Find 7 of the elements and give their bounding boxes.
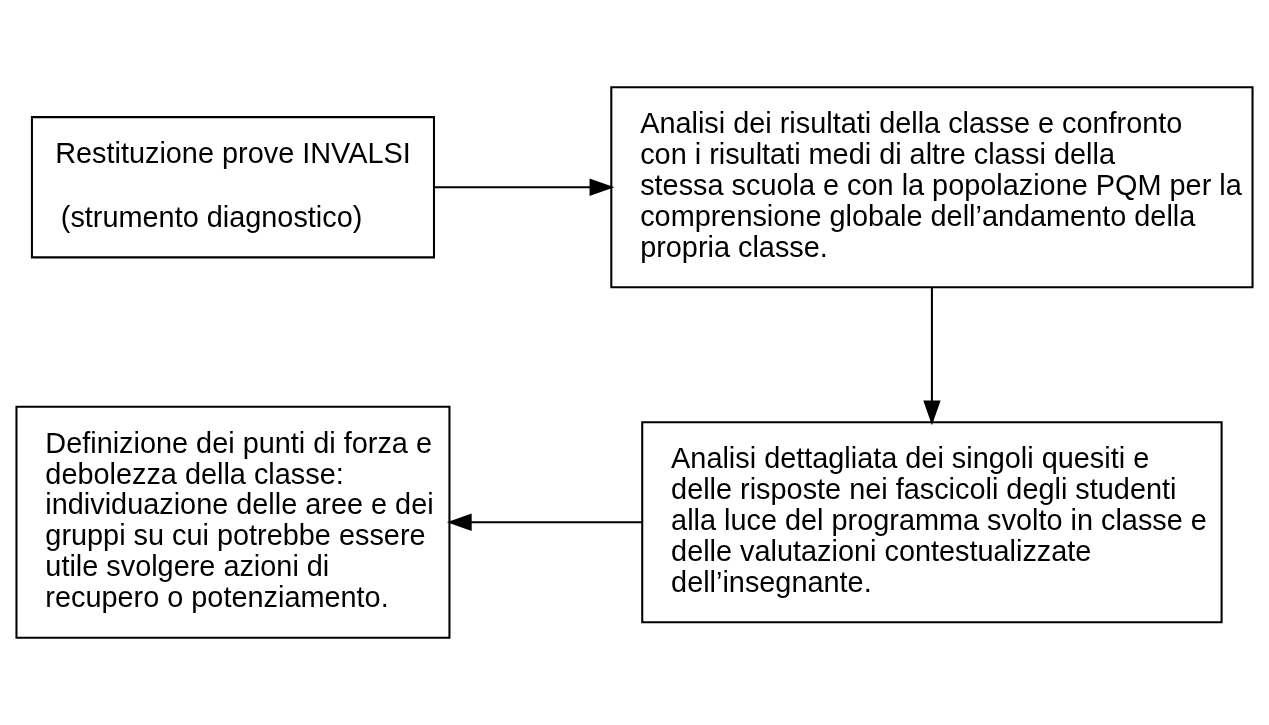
- arrow: [923, 287, 941, 426]
- node-box: Restituzione prove INVALSI (strumento diagnostico): [30, 116, 435, 259]
- node-box: Analisi dei risultati della classe e confronto con i risultati medi di altre classi della stessa scuola e con la popolazione PQM per la comprensione globale dell’andamento della propria classe.: [610, 86, 1254, 289]
- arrow: [434, 178, 615, 196]
- node-box: Definizione dei punti di forza e debolezza della classe: individuazione delle aree e dei gruppi su cui potrebbe essere utile svolgere azioni di recupero o potenziamento.: [15, 405, 451, 639]
- node-box: Analisi dettagliata dei singoli quesiti e delle risposte nei fascicoli degli studenti alla luce del programma svolto in classe e delle valutazioni contestualizzate dell’insegnante.: [641, 421, 1223, 624]
- arrow: [446, 513, 643, 531]
